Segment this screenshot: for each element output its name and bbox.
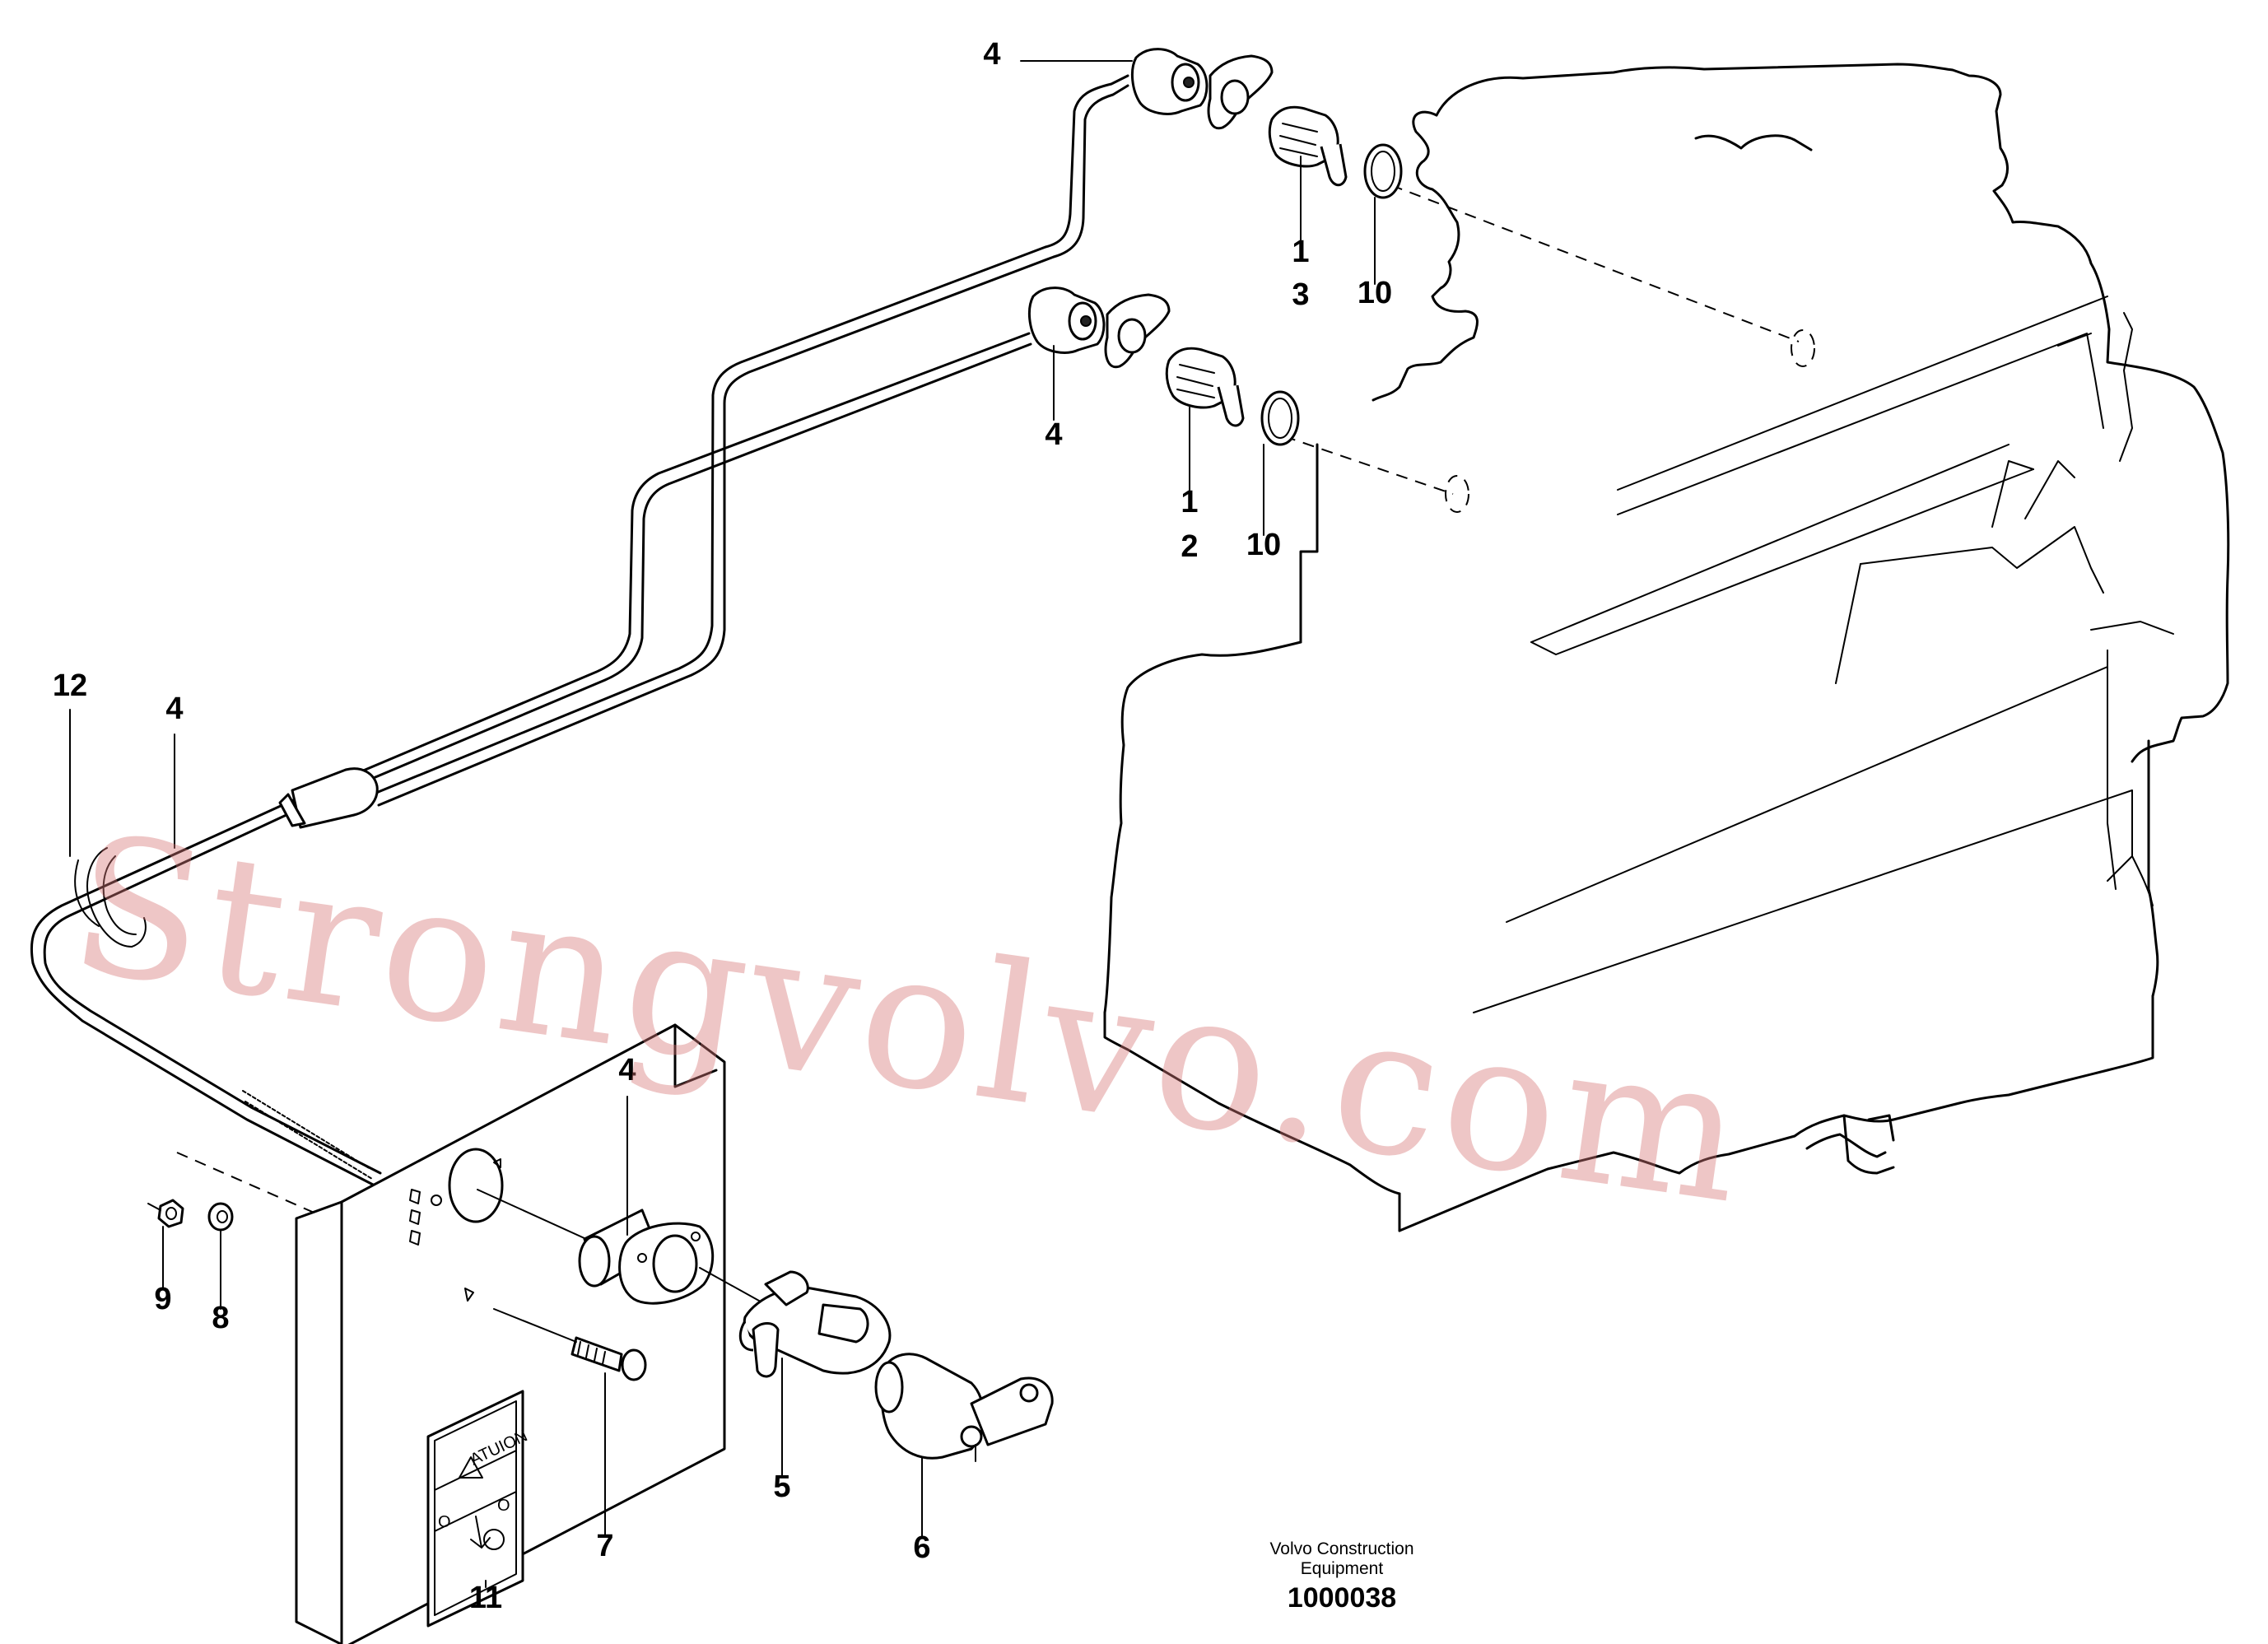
callout-2: 2: [1181, 529, 1198, 564]
upper-connector-assembly: [1130, 48, 1403, 199]
callout-11: 11: [469, 1581, 502, 1615]
callout-8: 8: [212, 1301, 229, 1335]
decal-right-symbol: O: [497, 1497, 510, 1515]
cable-routes: [30, 74, 1129, 1187]
washer-8: [207, 1202, 234, 1232]
leader-lines: [69, 60, 1376, 1588]
watermark-text: Strongvolvo.com: [59, 794, 1760, 1247]
middle-connector-assembly: [1027, 286, 1300, 446]
cable-plug-clamp: [874, 1353, 1054, 1462]
callout-12: 12: [53, 668, 87, 703]
panel-socket: [477, 1189, 775, 1310]
callout-3: 3: [1292, 277, 1309, 312]
screw-7: [493, 1308, 647, 1381]
callout-4: 4: [165, 692, 183, 726]
caption-company: Volvo Construction: [1269, 1539, 1413, 1558]
callout-4: 4: [983, 37, 1000, 72]
callout-6: 6: [913, 1530, 930, 1565]
callout-4: 4: [618, 1053, 636, 1087]
plug-connector: [738, 1270, 892, 1378]
callout-10: 10: [1246, 528, 1281, 562]
callout-4: 4: [1045, 417, 1062, 452]
engine-block: [1103, 63, 2230, 1232]
decal-left-symbol: O: [438, 1513, 451, 1531]
callout-1: 1: [1292, 235, 1309, 269]
caption-block: Volvo Construction Equipment 1000038: [1269, 1539, 1413, 1614]
callout-1: 1: [1181, 485, 1198, 519]
caption-equipment: Equipment: [1301, 1559, 1384, 1578]
callout-7: 7: [596, 1529, 613, 1563]
mounting-panel: [295, 1023, 726, 1644]
callout-5: 5: [773, 1469, 790, 1504]
nut-9: [147, 1199, 184, 1228]
left-connector: [74, 767, 379, 948]
document-number: 1000038: [1288, 1582, 1396, 1614]
assembly-lines: [176, 184, 1815, 1256]
callout-9: 9: [154, 1282, 171, 1316]
callout-10: 10: [1358, 276, 1392, 310]
